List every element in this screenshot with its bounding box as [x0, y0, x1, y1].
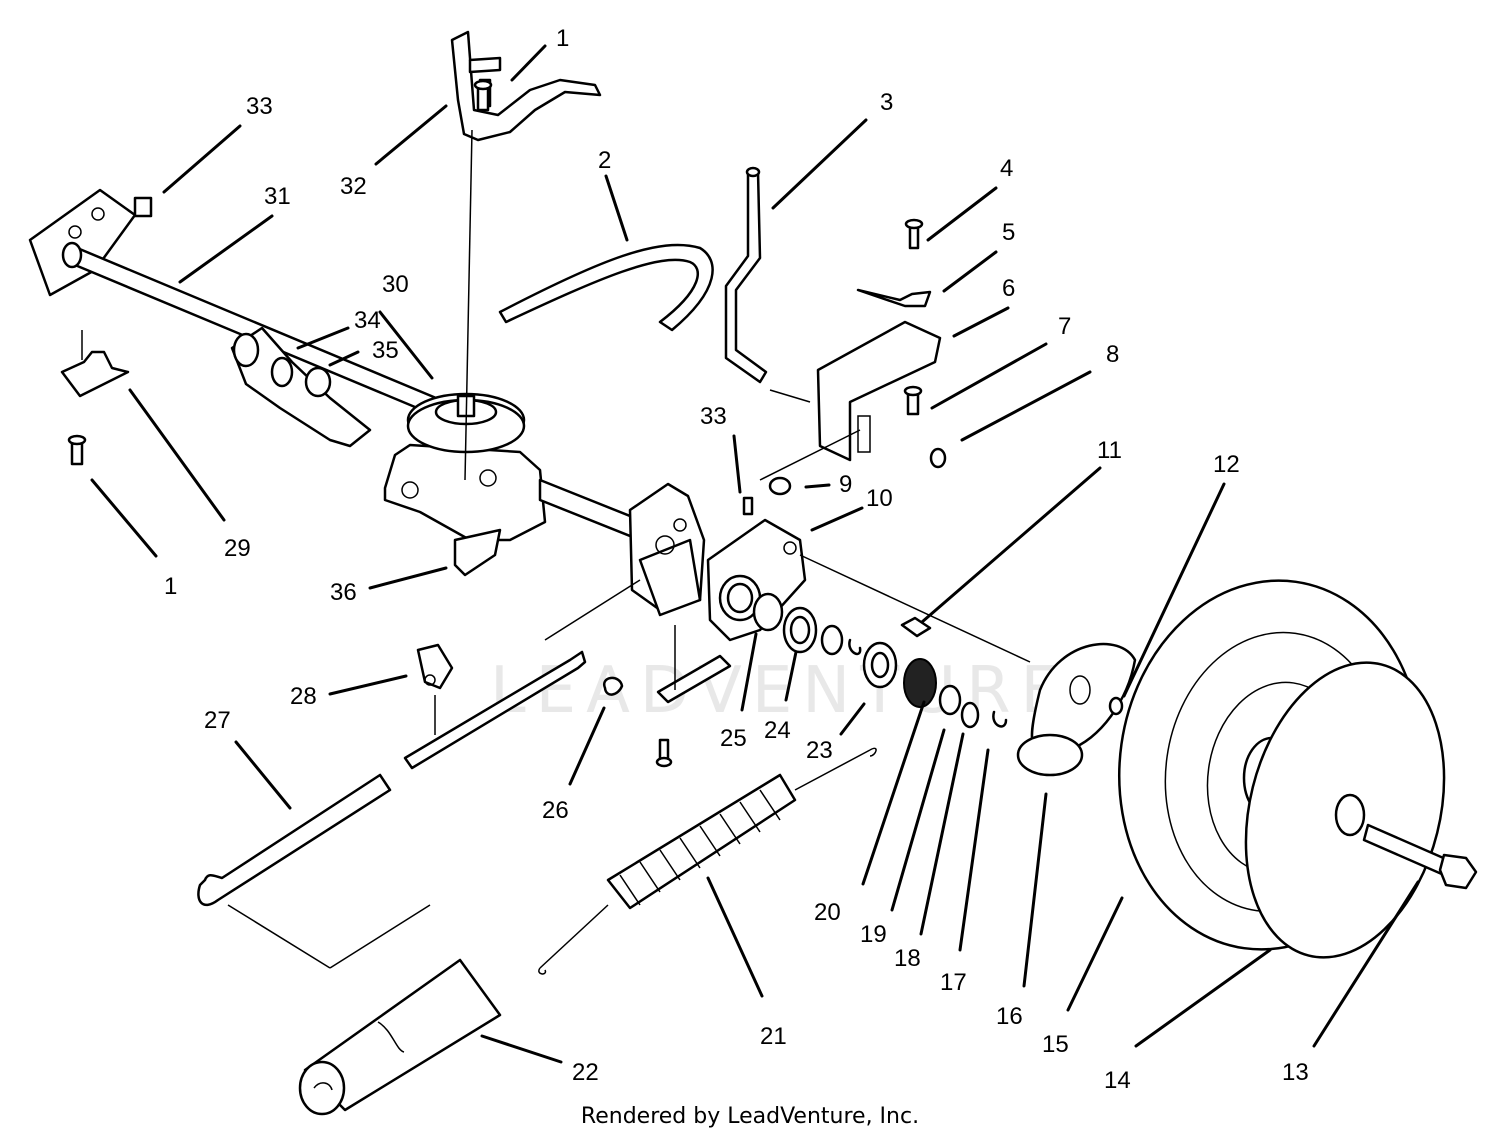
callout-35: 35 [372, 337, 399, 364]
bushing-washers [752, 592, 898, 689]
callout-22: 22 [572, 1059, 599, 1086]
callout-1a: 1 [556, 25, 569, 52]
control-rod [197, 773, 431, 969]
transmission [383, 392, 642, 577]
callout-12: 12 [1213, 451, 1240, 478]
axle-shaft [28, 188, 472, 432]
drive-belt [498, 243, 714, 332]
shoulder-bolt [1362, 823, 1478, 890]
callout-31: 31 [264, 183, 291, 210]
callout-15: 15 [1042, 1031, 1069, 1058]
part-drawings [28, 30, 1478, 1116]
leader-lines [90, 44, 1420, 1064]
callout-21: 21 [760, 1023, 787, 1050]
pinion-gear [903, 658, 1008, 729]
shift-bracket [816, 218, 947, 469]
hubcap [1244, 661, 1446, 959]
callout-5: 5 [1002, 219, 1015, 246]
callout-30: 30 [382, 271, 409, 298]
callout-16: 16 [996, 1003, 1023, 1030]
shaft-key [900, 616, 932, 638]
callout-33b: 33 [700, 403, 727, 430]
callout-4: 4 [1000, 155, 1013, 182]
callout-27: 27 [204, 707, 231, 734]
axle-side-plate [230, 326, 372, 448]
callout-1b: 1 [164, 573, 177, 600]
callout-17: 17 [940, 969, 967, 996]
callout-28: 28 [290, 683, 317, 710]
callout-10: 10 [866, 485, 893, 512]
grease-fitting [133, 196, 153, 218]
callout-32: 32 [340, 173, 367, 200]
callout-25: 25 [720, 725, 747, 752]
shift-rod [724, 166, 768, 384]
link-rod [403, 643, 624, 770]
wheel-cover [1016, 642, 1137, 777]
callout-2: 2 [598, 147, 611, 174]
callout-6: 6 [1002, 275, 1015, 302]
callout-7: 7 [1058, 313, 1071, 340]
callout-29: 29 [224, 535, 251, 562]
callout-11: 11 [1097, 437, 1122, 464]
callout-34: 34 [354, 307, 381, 334]
handle-grip [298, 958, 502, 1116]
callout-24: 24 [764, 717, 791, 744]
callout-26: 26 [542, 797, 569, 824]
hub-bracket [628, 476, 807, 642]
callout-8: 8 [1106, 341, 1119, 368]
callout-33a: 33 [246, 93, 273, 120]
screw-top [473, 79, 493, 112]
callout-3: 3 [880, 89, 893, 116]
spring [538, 747, 877, 975]
callout-20: 20 [814, 899, 841, 926]
callout-36: 36 [330, 579, 357, 606]
axle-bracket [60, 330, 130, 398]
callout-9: 9 [839, 471, 852, 498]
callout-23: 23 [806, 737, 833, 764]
callout-14: 14 [1104, 1067, 1131, 1094]
screw-left [67, 434, 87, 466]
callout-18: 18 [894, 945, 921, 972]
guide-lines [544, 389, 1031, 690]
clip-bracket [655, 654, 732, 768]
callout-13: 13 [1282, 1059, 1309, 1086]
callouts: 1 1 2 3 4 5 6 7 8 9 10 11 12 13 14 15 16… [164, 25, 1309, 1094]
callout-19: 19 [860, 921, 887, 948]
footer-credit: Rendered by LeadVenture, Inc. [580, 1104, 920, 1129]
